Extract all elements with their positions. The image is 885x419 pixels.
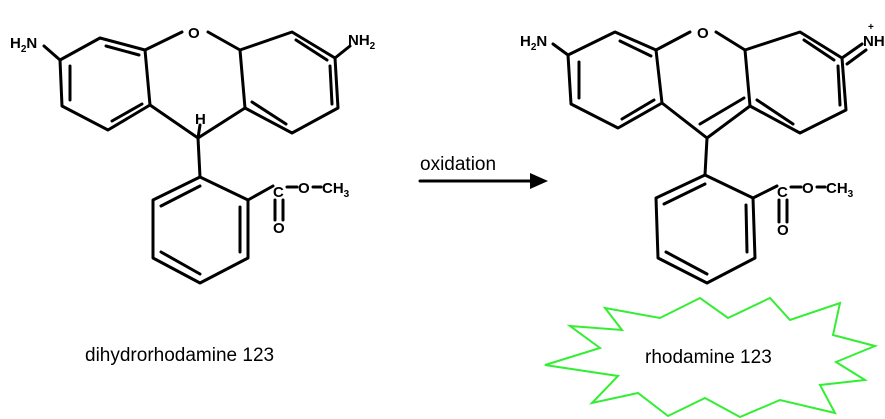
arrow-head-icon bbox=[530, 173, 548, 189]
product-iminium-label: NH bbox=[863, 33, 885, 50]
product-bond-o-left bbox=[654, 30, 692, 52]
reactant-bond-o-left bbox=[143, 30, 184, 52]
reactant-ester-oxygen: O bbox=[298, 180, 310, 197]
product-ester-carbon: C bbox=[777, 184, 788, 201]
reactant-bond-o-right bbox=[206, 30, 242, 52]
reactant-ester-methyl: CH3 bbox=[322, 180, 350, 200]
reactant-bond-amine-right bbox=[333, 44, 352, 60]
product-ester-oxygen: O bbox=[802, 180, 814, 197]
product-bond-c9-double bbox=[698, 96, 746, 126]
product-bond-o-right bbox=[714, 30, 747, 52]
reactant-structure: H2N NH2 O H C O CH3 O bbox=[10, 25, 376, 285]
product-bond-c9-left bbox=[660, 101, 709, 140]
reactant-amine-right-label: NH2 bbox=[348, 32, 376, 52]
product-phenyl-ring bbox=[654, 173, 757, 285]
arrow-label: oxidation bbox=[420, 154, 496, 175]
reaction-arrow: oxidation bbox=[418, 154, 548, 189]
reactant-ring-oxygen: O bbox=[188, 25, 200, 42]
product-bond-iminium-b bbox=[845, 48, 868, 66]
reactant-right-ring bbox=[238, 30, 340, 135]
reactant-name: dihydrorhodamine 123 bbox=[85, 345, 274, 366]
product-amine-left-label: H2N bbox=[520, 33, 547, 53]
reactant-bond-phenyl bbox=[196, 136, 202, 179]
product-carbonyl-oxygen: O bbox=[777, 222, 789, 239]
reactant-ester-group bbox=[246, 184, 323, 222]
product-bond-iminium-a bbox=[840, 42, 864, 60]
reactant-amine-left-label: H2N bbox=[10, 35, 37, 55]
product-name: rhodamine 123 bbox=[645, 347, 772, 368]
product-ester-methyl: CH3 bbox=[826, 180, 854, 200]
reactant-carbonyl-oxygen: O bbox=[273, 220, 285, 237]
product-ester-group bbox=[751, 184, 827, 224]
reactant-bridge-hydrogen: H bbox=[195, 111, 206, 128]
product-bond-phenyl bbox=[703, 136, 709, 177]
reactant-bond-c9-left bbox=[148, 103, 200, 140]
product-right-ring bbox=[743, 30, 848, 135]
reactant-bond-c9-h bbox=[196, 123, 202, 140]
product-bond-c9-right bbox=[705, 104, 752, 140]
product-structure: H2N + NH O C O CH3 O bbox=[520, 22, 885, 285]
reactant-ester-carbon: C bbox=[273, 184, 284, 201]
starburst-highlight bbox=[544, 296, 879, 419]
reactant-phenyl-ring bbox=[151, 175, 250, 285]
product-iminium-charge: + bbox=[868, 22, 874, 33]
product-left-ring bbox=[566, 30, 664, 130]
product-bond-amine-left bbox=[551, 42, 570, 57]
reactant-bond-amine-left bbox=[42, 44, 62, 62]
product-ring-oxygen: O bbox=[697, 25, 709, 42]
reactant-left-ring bbox=[58, 36, 152, 132]
reactant-bond-c9-right bbox=[196, 106, 247, 140]
